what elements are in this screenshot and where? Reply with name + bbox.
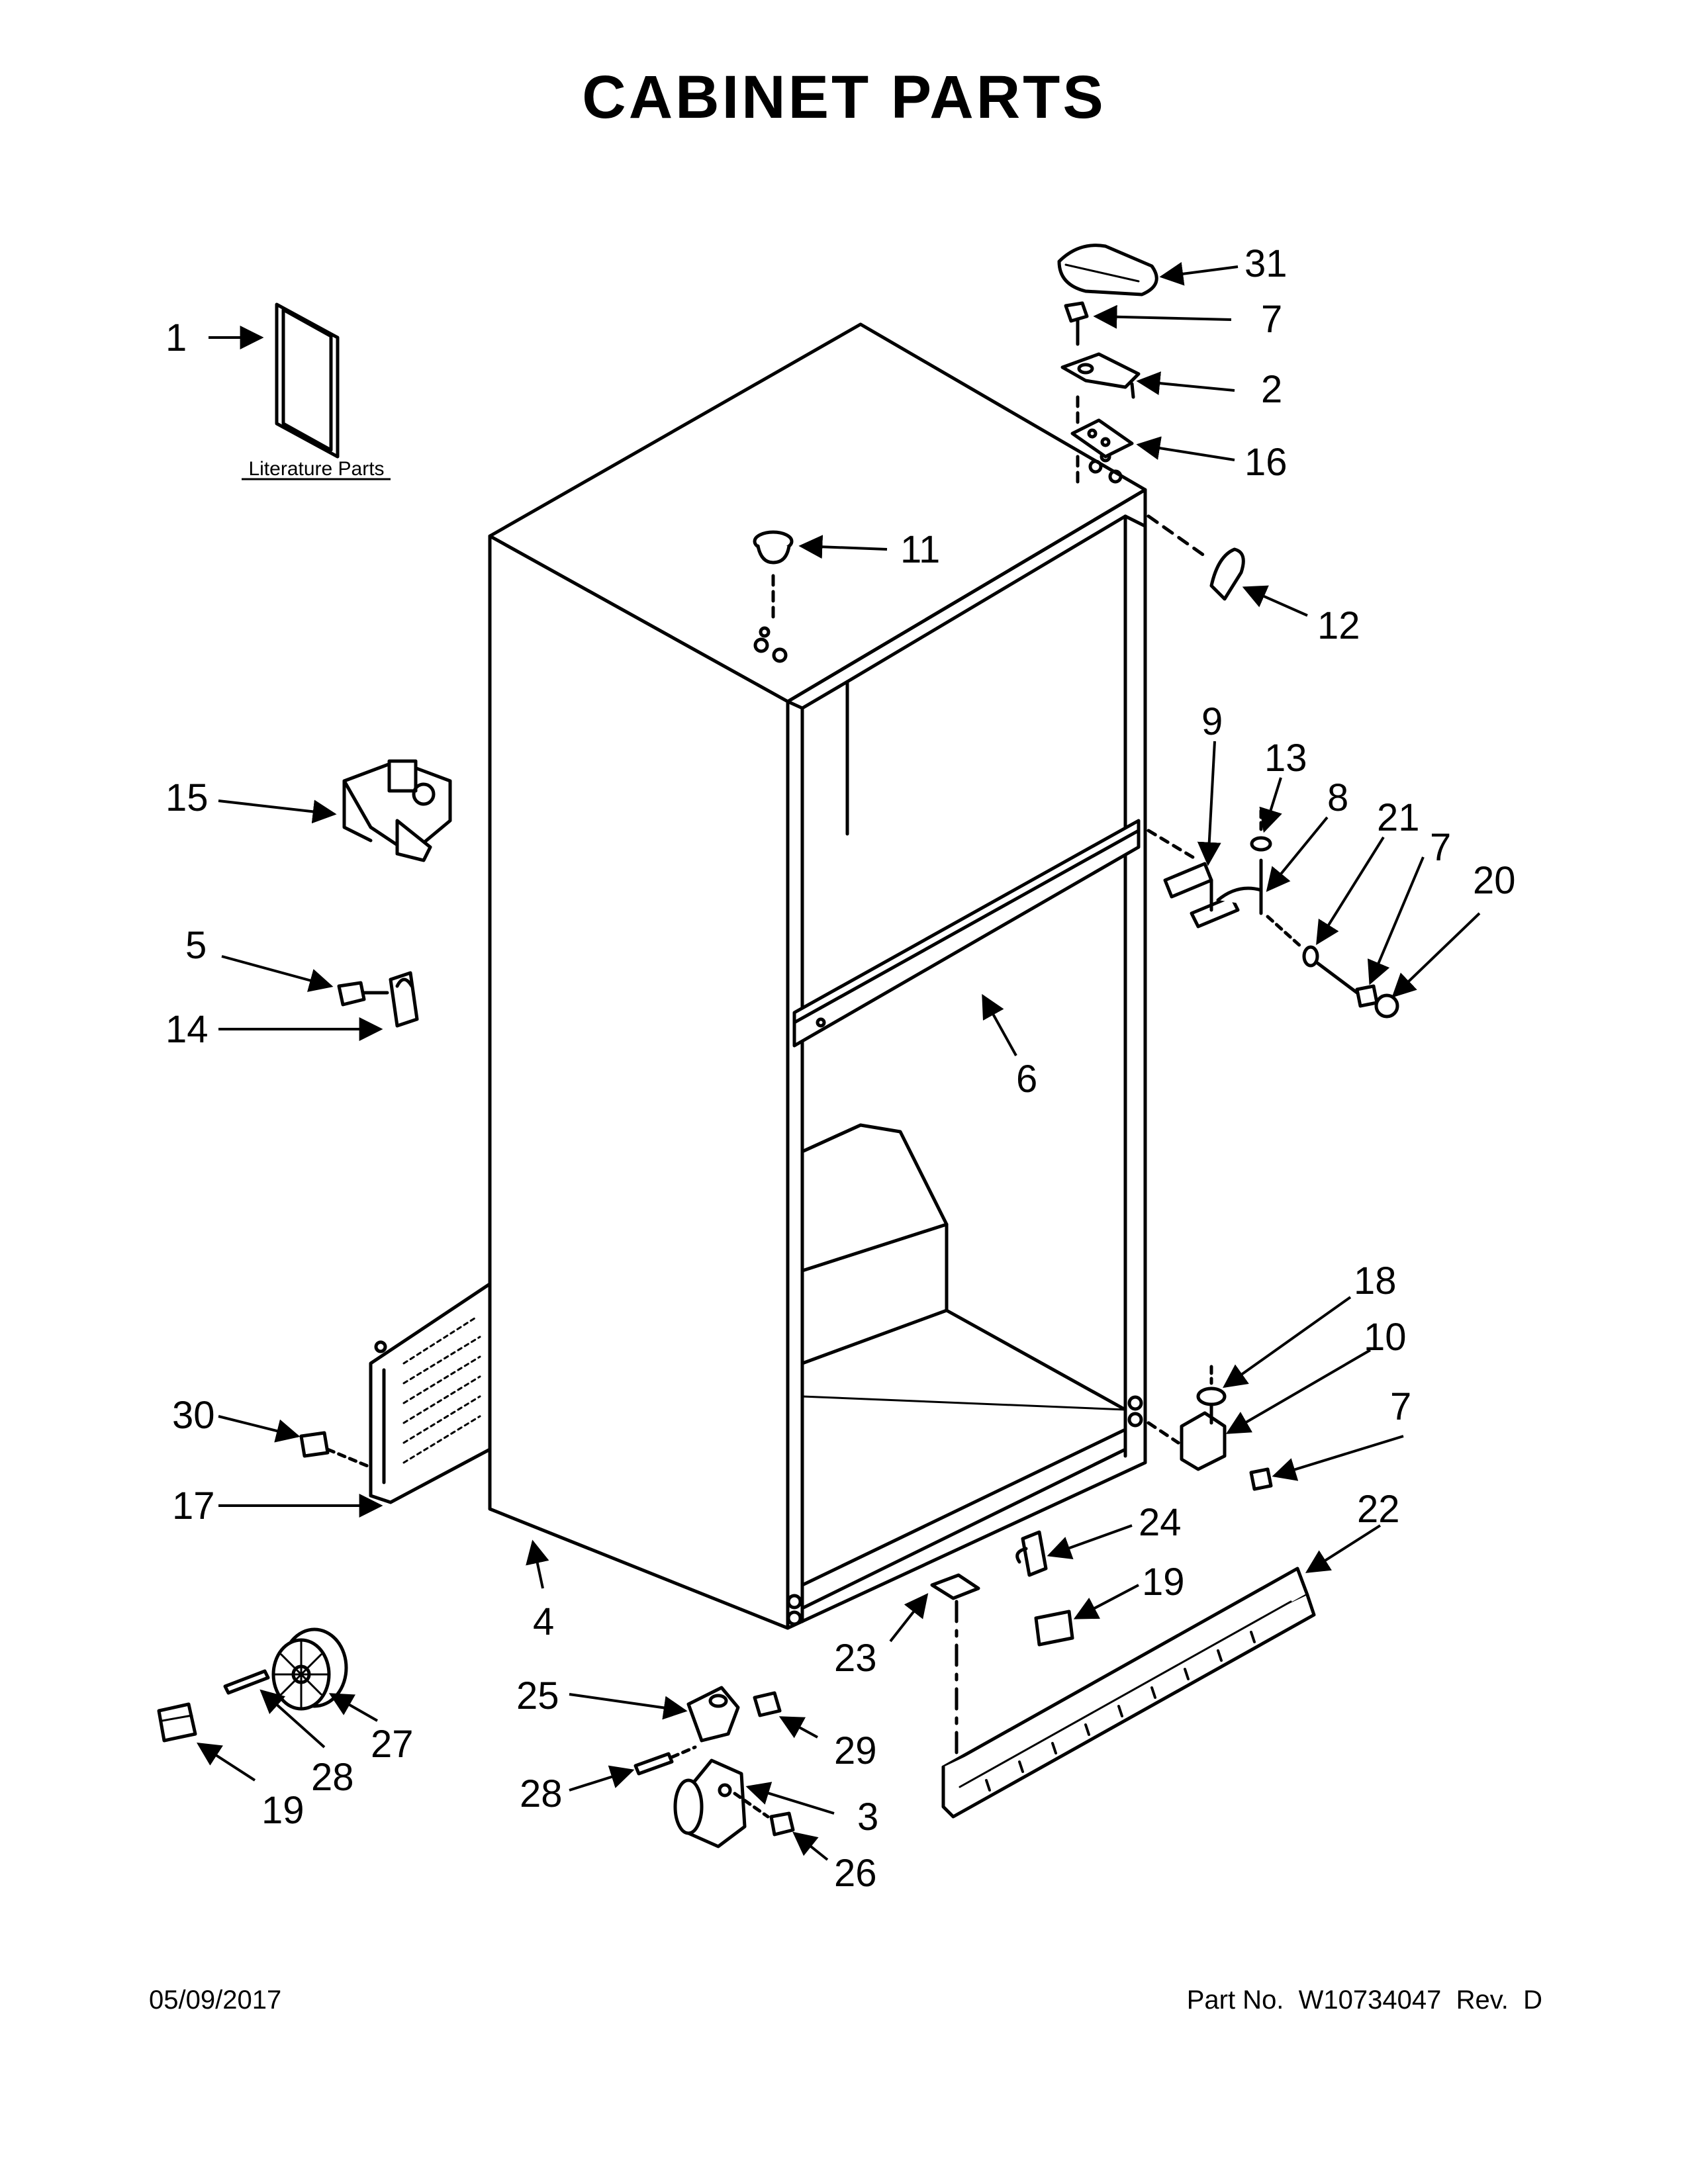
callout-22: 22 [1357,1488,1400,1531]
leader-arrows [196,261,1481,1861]
callout-5: 5 [185,924,207,967]
callout-3: 3 [857,1796,878,1839]
callout-7-top: 7 [1261,298,1282,341]
grille-22 [941,1567,1316,1819]
axle-28-right [633,1745,697,1776]
cap-20 [1374,993,1399,1019]
roller-wheel-27 [271,1627,348,1711]
pad-23 [930,1573,980,1762]
callout-18: 18 [1354,1259,1397,1302]
callout-9: 9 [1201,700,1223,743]
callout-7-lower: 7 [1390,1385,1411,1428]
callout-30: 30 [172,1394,215,1437]
callout-31: 31 [1244,242,1288,285]
clip-14 [389,971,419,1028]
callout-27: 27 [371,1723,414,1766]
literature-part-1 [275,302,340,459]
plug-11 [753,530,794,624]
washer-21 [1266,915,1319,968]
callout-4: 4 [533,1600,554,1643]
callout-29: 29 [834,1729,877,1772]
water-valve-15 [342,759,452,862]
washer-18 [1196,1365,1227,1406]
callout-19-right: 19 [1142,1561,1185,1604]
hinge-shim-16 [1070,395,1134,485]
callout-24: 24 [1139,1501,1182,1544]
callout-7-middle: 7 [1430,826,1451,869]
callout-12: 12 [1317,604,1360,647]
callout-28-right: 28 [520,1772,563,1815]
callout-2: 2 [1261,368,1282,411]
callout-14: 14 [165,1008,209,1051]
pad-19-right [1034,1610,1074,1647]
screw-5 [337,981,389,1007]
callout-1: 1 [165,316,187,359]
screw-26 [769,1811,795,1837]
footer-part-number: Part No. W10734047 Rev. D [1186,1985,1542,2015]
clip-12 [1147,514,1245,601]
middle-hinge-9 [1147,829,1240,929]
screw-30 [299,1431,369,1468]
callout-17: 17 [172,1484,215,1527]
screw-7-lower [1249,1467,1273,1491]
literature-parts-label: Literature Parts [248,458,384,480]
screw-7-top [1064,301,1089,346]
lower-hinge-10 [1147,1404,1227,1471]
callout-28-left: 28 [311,1756,354,1799]
callout-16: 16 [1244,441,1288,484]
bracket-25 [686,1686,740,1743]
top-hinge-2 [1060,352,1141,399]
callout-11: 11 [900,528,940,571]
callout-19-left: 19 [261,1789,305,1832]
callout-23: 23 [834,1637,877,1680]
callout-8: 8 [1327,776,1348,819]
center-rail-6 [792,819,1141,1048]
hinge-cover-31 [1057,244,1158,296]
callout-13: 13 [1264,737,1307,780]
callout-15: 15 [165,776,209,819]
axle-28-left [223,1669,270,1695]
hinge-pin-8 [1216,858,1263,915]
callout-25: 25 [516,1674,559,1717]
clip-24 [1015,1530,1048,1577]
callout-6: 6 [1016,1058,1037,1101]
page-title: CABINET PARTS [582,64,1106,131]
callouts: 1 31 7 2 16 11 12 9 13 8 21 7 20 15 5 14… [165,242,1516,1895]
callout-26: 26 [834,1852,877,1895]
callout-20: 20 [1473,859,1516,902]
roller-bracket-3 [673,1758,770,1848]
callout-10: 10 [1364,1316,1407,1359]
access-panel-17 [369,1282,492,1504]
footer-date: 05/09/2017 [149,1985,282,2015]
callout-21: 21 [1377,796,1420,839]
screw-29 [753,1691,782,1717]
cabinet-4 [488,322,1147,1630]
screw-7-middle [1315,961,1379,1008]
pad-19-left [157,1702,197,1743]
